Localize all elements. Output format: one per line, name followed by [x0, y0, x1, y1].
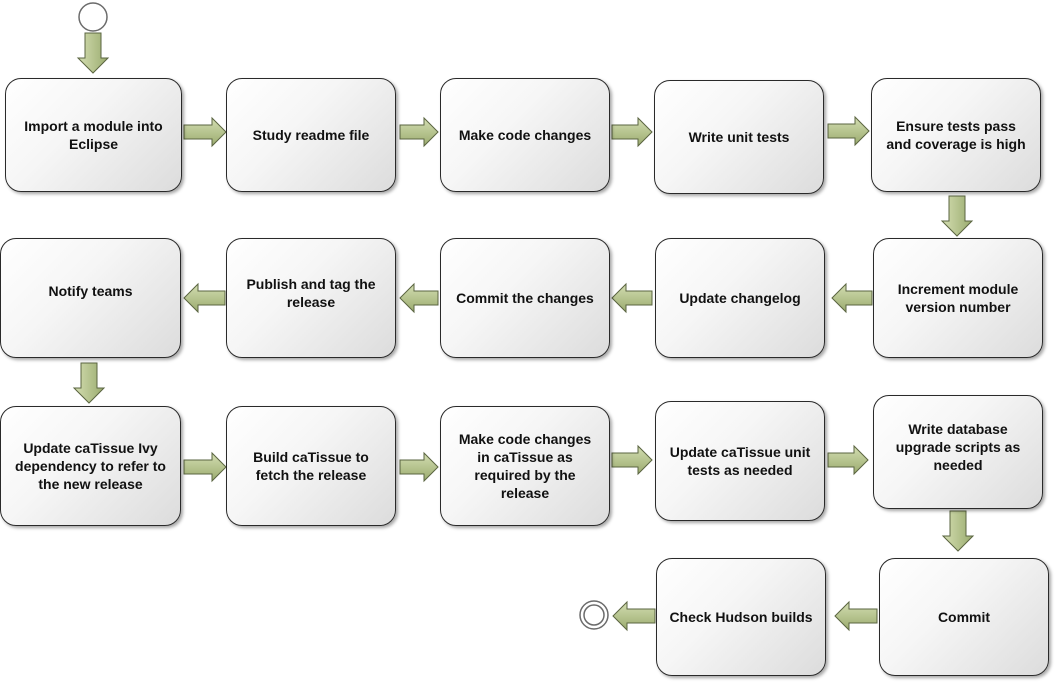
step-label: Commit the changes: [456, 290, 594, 306]
flow-arrow-commit-to-hudson: [834, 600, 878, 632]
flow-arrow-hudson-to-end: [612, 600, 656, 632]
step-ensure-tests-pass: Ensure tests pass and coverage is high: [871, 78, 1041, 192]
flow-arrow-start: [76, 32, 110, 74]
step-increment-version: Increment module version number: [873, 238, 1043, 358]
step-label: Make code changes in caTissue as require…: [458, 431, 592, 501]
flow-arrow-increment-to-changelog: [831, 282, 873, 314]
step-label: Increment module version number: [897, 281, 1019, 315]
flow-arrow-ensure-to-increment: [940, 195, 974, 237]
step-label: Study readme file: [252, 127, 370, 143]
flow-arrow-tests-to-ensure: [827, 115, 870, 147]
step-label: Write unit tests: [688, 129, 790, 145]
step-commit-changes: Commit the changes: [440, 238, 610, 358]
step-update-ivy: Update caTissue Ivy dependency to refer …: [0, 406, 181, 526]
flow-arrow-publish-to-notify: [183, 282, 226, 314]
step-label: Update changelog: [679, 290, 801, 306]
step-label: Build caTissue to fetch the release: [253, 449, 369, 483]
step-label: Make code changes: [458, 127, 592, 143]
start-node: [78, 2, 108, 32]
flow-arrow-db-to-commit: [941, 510, 975, 552]
step-write-unit-tests: Write unit tests: [654, 80, 824, 194]
flow-arrow-code-to-tests: [611, 116, 653, 148]
step-update-unit-tests: Update caTissue unit tests as needed: [655, 401, 825, 521]
step-label: Ensure tests pass and coverage is high: [886, 118, 1026, 152]
step-label: Update caTissue unit tests as needed: [669, 444, 811, 478]
flow-arrow-commit-to-publish: [399, 282, 439, 314]
flow-arrow-import-to-readme: [183, 116, 227, 148]
step-label: Notify teams: [48, 283, 133, 299]
flow-arrow-changes-to-unit: [611, 444, 653, 476]
step-commit: Commit: [879, 558, 1049, 676]
step-label: Check Hudson builds: [669, 609, 813, 625]
step-publish-tag: Publish and tag the release: [226, 238, 396, 358]
flow-arrow-unit-to-db: [827, 444, 869, 476]
step-label: Write database upgrade scripts as needed: [895, 421, 1021, 473]
step-build-catissue: Build caTissue to fetch the release: [226, 406, 396, 526]
step-make-code-changes: Make code changes: [440, 78, 610, 192]
step-check-hudson: Check Hudson builds: [656, 558, 826, 676]
flow-arrow-changelog-to-commit: [611, 282, 653, 314]
step-label: Import a module into Eclipse: [24, 118, 163, 152]
step-notify-teams: Notify teams: [0, 238, 181, 358]
step-write-db-scripts: Write database upgrade scripts as needed: [873, 395, 1043, 509]
flow-arrow-ivy-to-build: [183, 451, 227, 483]
flow-arrow-build-to-changes: [399, 451, 439, 483]
step-label: Publish and tag the release: [246, 276, 376, 310]
step-label: Update caTissue Ivy dependency to refer …: [15, 440, 166, 492]
end-node: [579, 600, 609, 630]
flow-arrow-notify-to-ivy: [72, 362, 106, 404]
step-make-catissue-changes: Make code changes in caTissue as require…: [440, 406, 610, 526]
step-import-module: Import a module into Eclipse: [5, 78, 182, 192]
step-study-readme: Study readme file: [226, 78, 396, 192]
flow-arrow-readme-to-code: [399, 116, 439, 148]
step-update-changelog: Update changelog: [655, 238, 825, 358]
step-label: Commit: [937, 609, 991, 625]
